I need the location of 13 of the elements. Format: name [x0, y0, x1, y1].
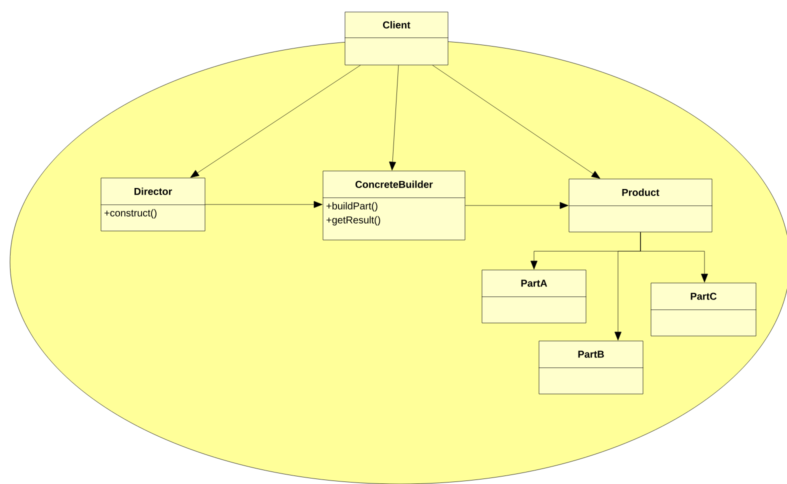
arrow: [640, 232, 708, 282]
arrow: [432, 65, 600, 179]
class-box: Product: [568, 178, 712, 232]
arrow: [205, 201, 322, 208]
arrow: [190, 65, 361, 178]
class-box: PartA: [482, 270, 586, 324]
class-box: ConcreteBuilder +buildPart() +getResult(): [322, 170, 466, 240]
class-box: PartC: [650, 282, 756, 336]
class-box: Director +construct(): [100, 178, 206, 232]
arrow: [389, 65, 399, 170]
class-box: PartB: [538, 340, 644, 394]
arrow: [465, 202, 568, 209]
class-box: Client: [344, 12, 448, 66]
